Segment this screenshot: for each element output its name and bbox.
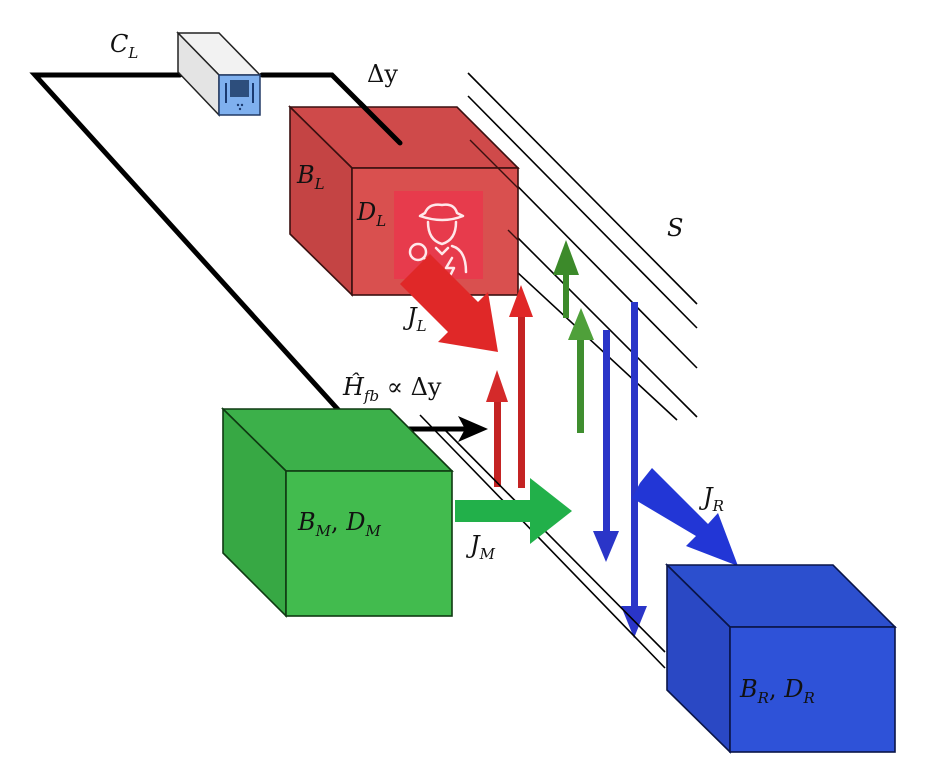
arrow-red-up-2 — [509, 285, 533, 488]
overlay-badge — [394, 191, 483, 279]
sheet-lines-lower — [419, 414, 666, 669]
arrow-green-up-1 — [553, 240, 579, 318]
arrow-green-up-2 — [568, 308, 594, 433]
middle-box — [221, 407, 454, 618]
detective-icon — [408, 203, 468, 278]
capacitor-icon — [176, 31, 262, 117]
label-delta-y: Δy — [367, 60, 398, 88]
left-box — [288, 105, 520, 297]
label-j-right: JR — [698, 483, 724, 515]
arrow-j-right — [632, 468, 738, 566]
sheet-line — [509, 229, 698, 418]
label-left-b: BL — [296, 161, 325, 193]
sheet-lines-over-box — [469, 139, 519, 241]
arrow-blue-down-2 — [621, 302, 647, 638]
label-middle-box: BM, DM — [297, 508, 382, 540]
arrow-red-up-1 — [486, 370, 508, 487]
arrow-blue-down-1 — [593, 330, 619, 562]
right-box — [665, 563, 897, 754]
label-left-d: DL — [356, 198, 386, 230]
label-feedback: Ĥfb ∝ Δy — [342, 372, 442, 405]
arrow-feedback — [400, 416, 488, 442]
sheet-line — [467, 95, 698, 329]
arrow-j-left — [400, 254, 498, 352]
label-j-middle: JM — [465, 531, 496, 563]
label-capacitor: CL — [110, 30, 138, 62]
sheet-line — [467, 72, 698, 305]
label-right-box: BR, DR — [739, 675, 815, 707]
label-j-left: JL — [402, 303, 427, 335]
arrow-j-middle — [455, 478, 572, 544]
label-sheet: S — [667, 214, 683, 242]
delta-y-lead — [357, 100, 403, 146]
